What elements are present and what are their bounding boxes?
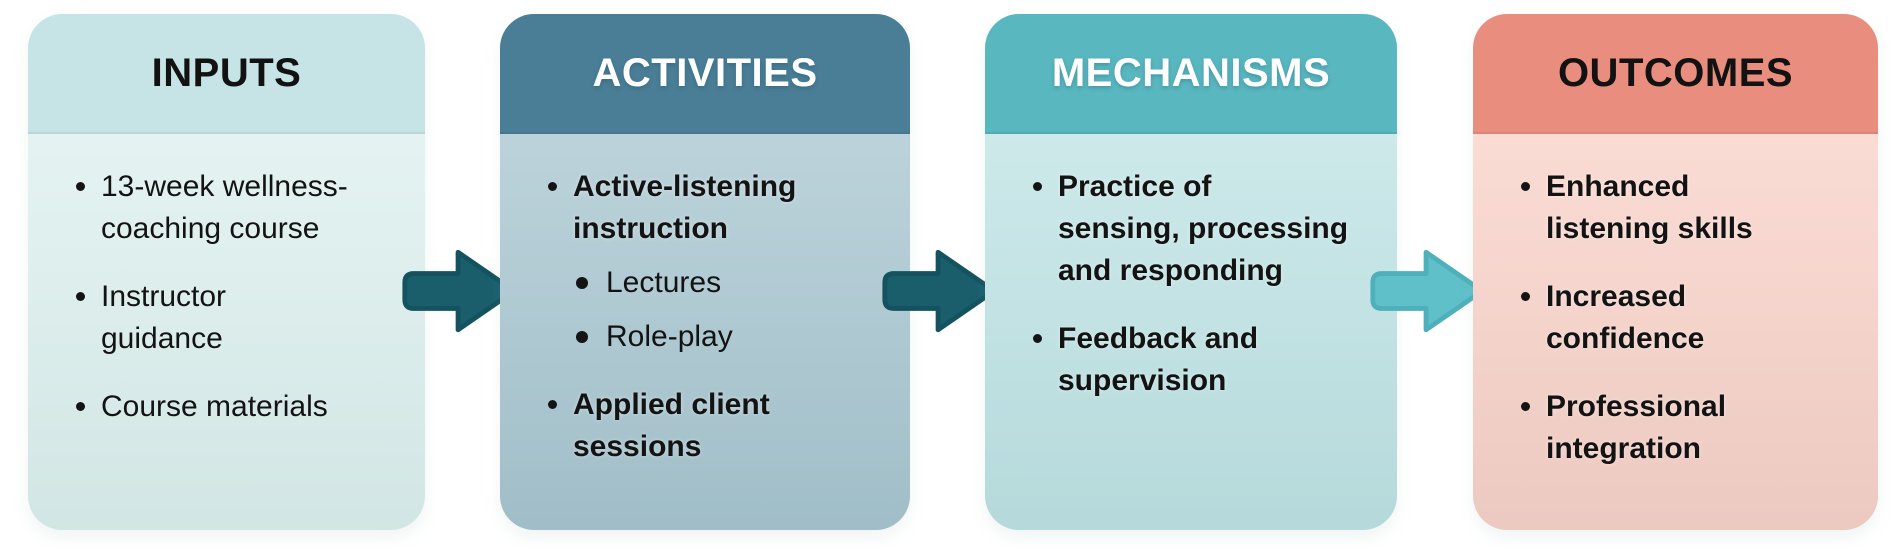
list-item-text: Increased confidence: [1546, 280, 1705, 355]
list-item-text: Instructor guidance: [101, 280, 227, 355]
column-outcomes-header: OUTCOMES: [1473, 14, 1878, 134]
list-item: 13-week wellness- coaching course: [74, 166, 397, 250]
bullet-icon: [76, 402, 85, 411]
list-item: Increased confidence: [1519, 276, 1850, 360]
sub-list-item-text: Role-play: [606, 320, 733, 353]
column-inputs-body: 13-week wellness- coaching course Instru…: [28, 134, 425, 530]
list-item: Enhanced listening skills: [1519, 166, 1850, 250]
bullet-icon: [548, 182, 557, 191]
list-item-text: 13-week wellness- coaching course: [101, 170, 348, 245]
column-mechanisms-title: MECHANISMS: [1051, 50, 1331, 95]
list-item-text: Professional integration: [1546, 390, 1727, 465]
list-item-text: Course materials: [101, 390, 328, 423]
bullet-icon: [576, 331, 588, 343]
flow-arrow-right-icon: [402, 249, 517, 333]
list-item: Applied client sessions: [546, 384, 882, 468]
flow-arrow-right-icon: [1370, 249, 1485, 333]
bullet-icon: [548, 400, 557, 409]
column-mechanisms-header: MECHANISMS: [985, 14, 1397, 134]
list-item-text: Practice of sensing, processing and resp…: [1058, 170, 1349, 287]
sub-list: Lectures Role-play: [573, 262, 882, 358]
list-item: Feedback and supervision: [1031, 318, 1369, 402]
list-item: Course materials: [74, 386, 397, 428]
list-item: Practice of sensing, processing and resp…: [1031, 166, 1369, 292]
bullet-icon: [576, 277, 588, 289]
list-item: Professional integration: [1519, 386, 1850, 470]
column-inputs-header: INPUTS: [28, 14, 425, 134]
list-item-text: Feedback and supervision: [1058, 322, 1259, 397]
bullet-icon: [1521, 182, 1530, 191]
sub-list-item-text: Lectures: [606, 266, 722, 299]
bullet-icon: [1521, 292, 1530, 301]
bullet-icon: [1033, 334, 1042, 343]
column-inputs: INPUTS 13-week wellness- coaching course…: [28, 14, 425, 530]
sub-list-item: Role-play: [573, 316, 882, 358]
bullet-icon: [76, 292, 85, 301]
column-mechanisms-body: Practice of sensing, processing and resp…: [985, 134, 1397, 530]
bullet-icon: [1521, 402, 1530, 411]
column-mechanisms: MECHANISMS Practice of sensing, processi…: [985, 14, 1397, 530]
list-item-text: Enhanced listening skills: [1546, 170, 1753, 245]
list-item: Active-listening instruction Lectures Ro…: [546, 166, 882, 358]
column-activities-body: Active-listening instruction Lectures Ro…: [500, 134, 910, 530]
column-outcomes-title: OUTCOMES: [1557, 50, 1794, 95]
column-outcomes: OUTCOMES Enhanced listening skills Incre…: [1473, 14, 1878, 530]
list-item-text: Active-listening instruction: [573, 170, 797, 245]
bullet-icon: [76, 182, 85, 191]
column-activities-header: ACTIVITIES: [500, 14, 910, 134]
bullet-icon: [1033, 182, 1042, 191]
list-item: Instructor guidance: [74, 276, 397, 360]
flow-arrow-right-icon: [882, 249, 997, 333]
column-activities: ACTIVITIES Active-listening instruction …: [500, 14, 910, 530]
column-inputs-title: INPUTS: [151, 50, 302, 95]
list-item-text: Applied client sessions: [573, 388, 770, 463]
column-outcomes-body: Enhanced listening skills Increased conf…: [1473, 134, 1878, 530]
sub-list-item: Lectures: [573, 262, 882, 304]
column-activities-title: ACTIVITIES: [592, 50, 818, 95]
